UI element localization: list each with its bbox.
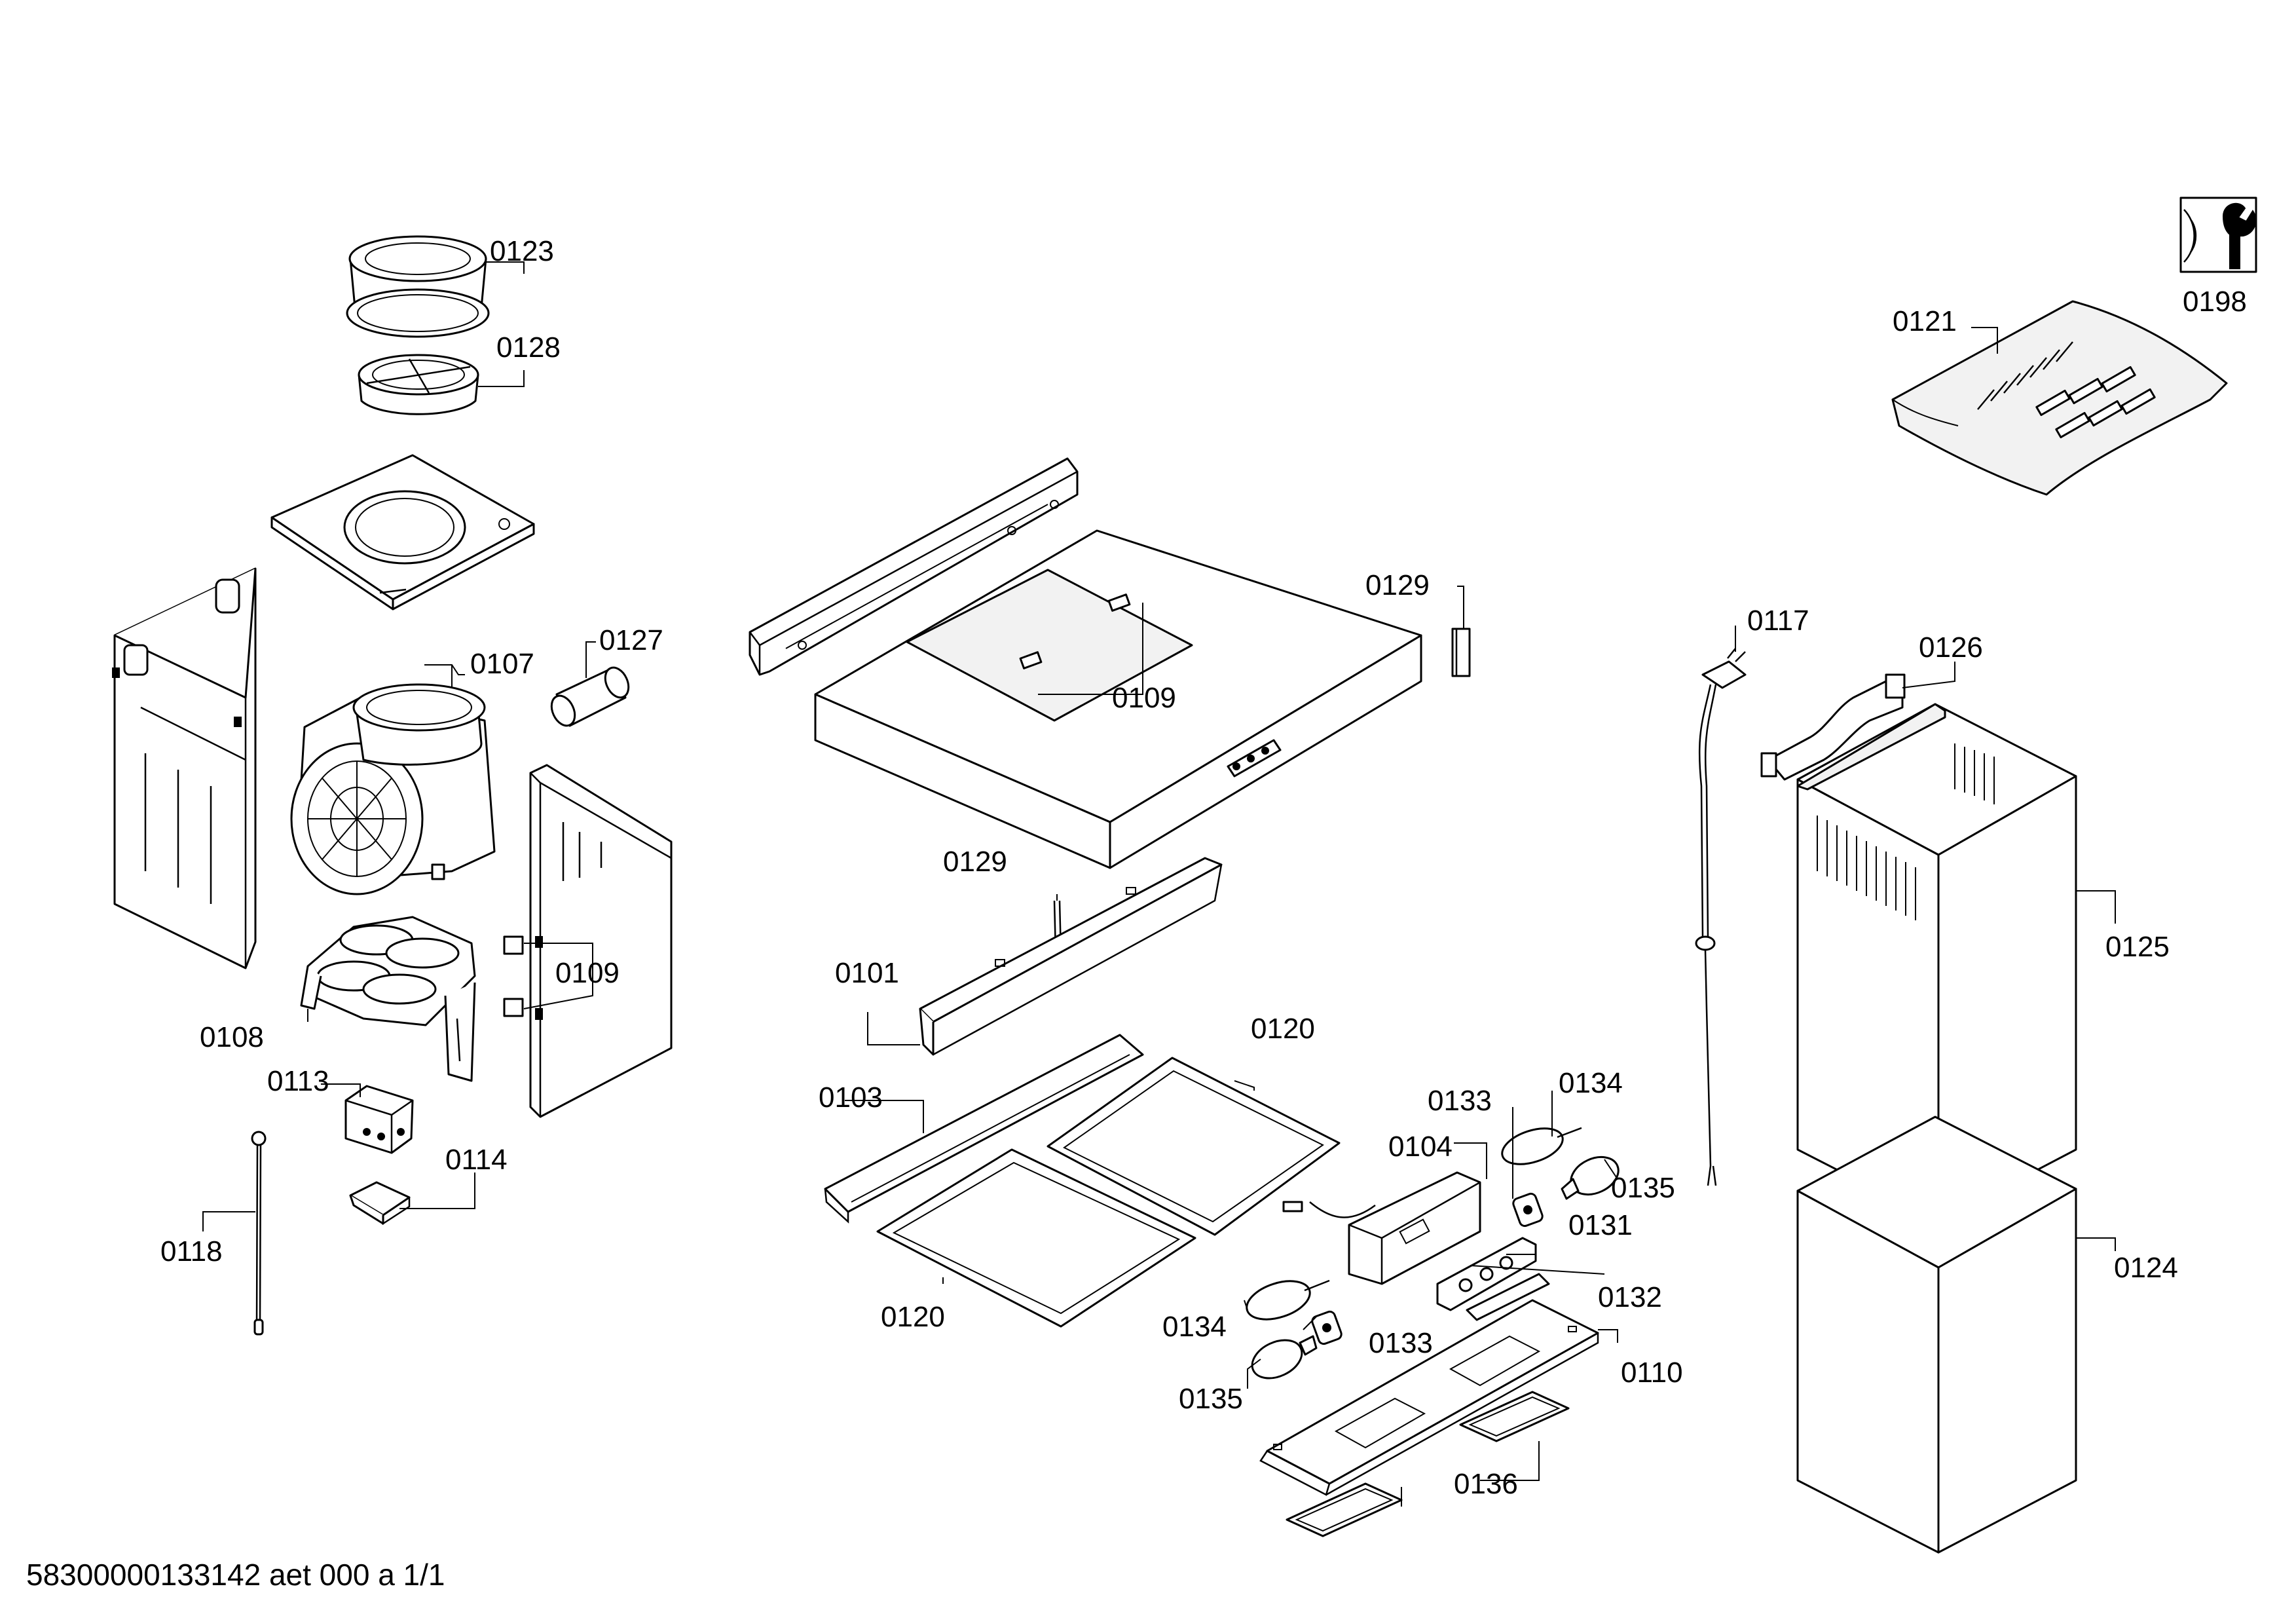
part-top-plate [270,454,535,610]
label-0118: 0118 [160,1235,223,1267]
label-0127: 0127 [599,624,663,656]
screws [1977,341,2156,439]
part-0125-upper-chimney [1796,703,2077,1223]
part-0103-filter-rail [824,1034,1144,1224]
part-0133-socket-upper [1512,1192,1544,1228]
part-hood-canopy [814,529,1422,869]
label-0128: 0128 [496,331,561,364]
label-0108: 0108 [200,1021,264,1053]
label-0132: 0132 [1598,1281,1662,1313]
part-0104-control-module [1282,1171,1481,1285]
part-0108-bracket [300,916,476,1082]
label-0131: 0131 [1568,1209,1633,1241]
part-0124-lower-chimney [1796,1116,2077,1554]
label-0125: 0125 [2105,931,2170,963]
label-0136: 0136 [1454,1468,1518,1500]
part-0118-wire [251,1131,267,1336]
wrench-service-icon [2179,197,2257,273]
label-0133-lower: 0133 [1369,1327,1433,1359]
label-0121: 0121 [1893,305,1957,337]
label-0113: 0113 [267,1065,329,1097]
part-0131-0132-switch-panel [1436,1237,1550,1321]
part-0129-clip-right [1451,628,1471,677]
part-0134-lampcover-upper [1501,1127,1582,1165]
label-0114: 0114 [445,1144,508,1176]
part-labels: 0123 0128 0107 0127 0109 0108 0113 0114 … [160,235,2247,1500]
part-0135-bulb-lower [1251,1335,1318,1379]
part-mounting-rail [749,457,1079,676]
label-0134-lower: 0134 [1162,1311,1227,1343]
label-0129-right: 0129 [1365,569,1430,601]
part-0135-bulb-upper [1561,1155,1620,1200]
part-0121-screw-bag [1891,300,2228,496]
part-left-side-panel [112,567,257,969]
part-0101-front-strip [919,857,1223,1056]
label-0133-upper: 0133 [1428,1085,1492,1117]
label-0101: 0101 [835,957,899,989]
label-0129-pin: 0129 [943,846,1007,878]
part-0128-flap [358,354,479,415]
label-0109-middle: 0109 [1112,682,1176,714]
part-0123-collar [346,235,490,338]
label-0123: 0123 [490,235,554,267]
part-0110-light-tray [1259,1299,1599,1496]
part-0126-bracket [1760,673,1906,781]
label-0120-lower: 0120 [881,1301,945,1333]
part-0127-capacitor [550,666,630,727]
part-0113-terminal [344,1085,414,1154]
label-0104: 0104 [1388,1131,1453,1163]
label-0124: 0124 [2114,1252,2178,1284]
part-0120-filter-lower [876,1148,1196,1328]
part-0136-lens-upper [1459,1391,1570,1442]
label-0103: 0103 [819,1081,883,1114]
document-id: 58300000133142 aet 000 a 1/1 [26,1558,445,1592]
part-0134-lampcover-lower [1246,1279,1330,1321]
part-0120-filter-upper [1046,1057,1341,1236]
label-0198: 0198 [2183,286,2247,318]
part-0107-blower [290,683,496,895]
label-0135-upper: 0135 [1611,1172,1675,1204]
part-0117-power-cord [1695,648,1747,1186]
label-0126: 0126 [1919,631,1983,664]
part-0136-lens-lower [1286,1482,1403,1537]
part-right-side-panel [503,764,673,1118]
label-0117: 0117 [1747,605,1809,637]
label-0110: 0110 [1621,1357,1683,1389]
label-0135-lower: 0135 [1179,1383,1243,1415]
label-0134-upper: 0134 [1559,1067,1623,1099]
leader-lines [202,261,2116,1507]
label-0109-left: 0109 [555,957,620,989]
label-0107: 0107 [470,648,534,680]
part-0114-cover [349,1181,411,1226]
label-0120-upper: 0120 [1251,1013,1315,1045]
part-0133-socket-lower [1311,1310,1342,1345]
vent-slots [1817,743,1995,920]
